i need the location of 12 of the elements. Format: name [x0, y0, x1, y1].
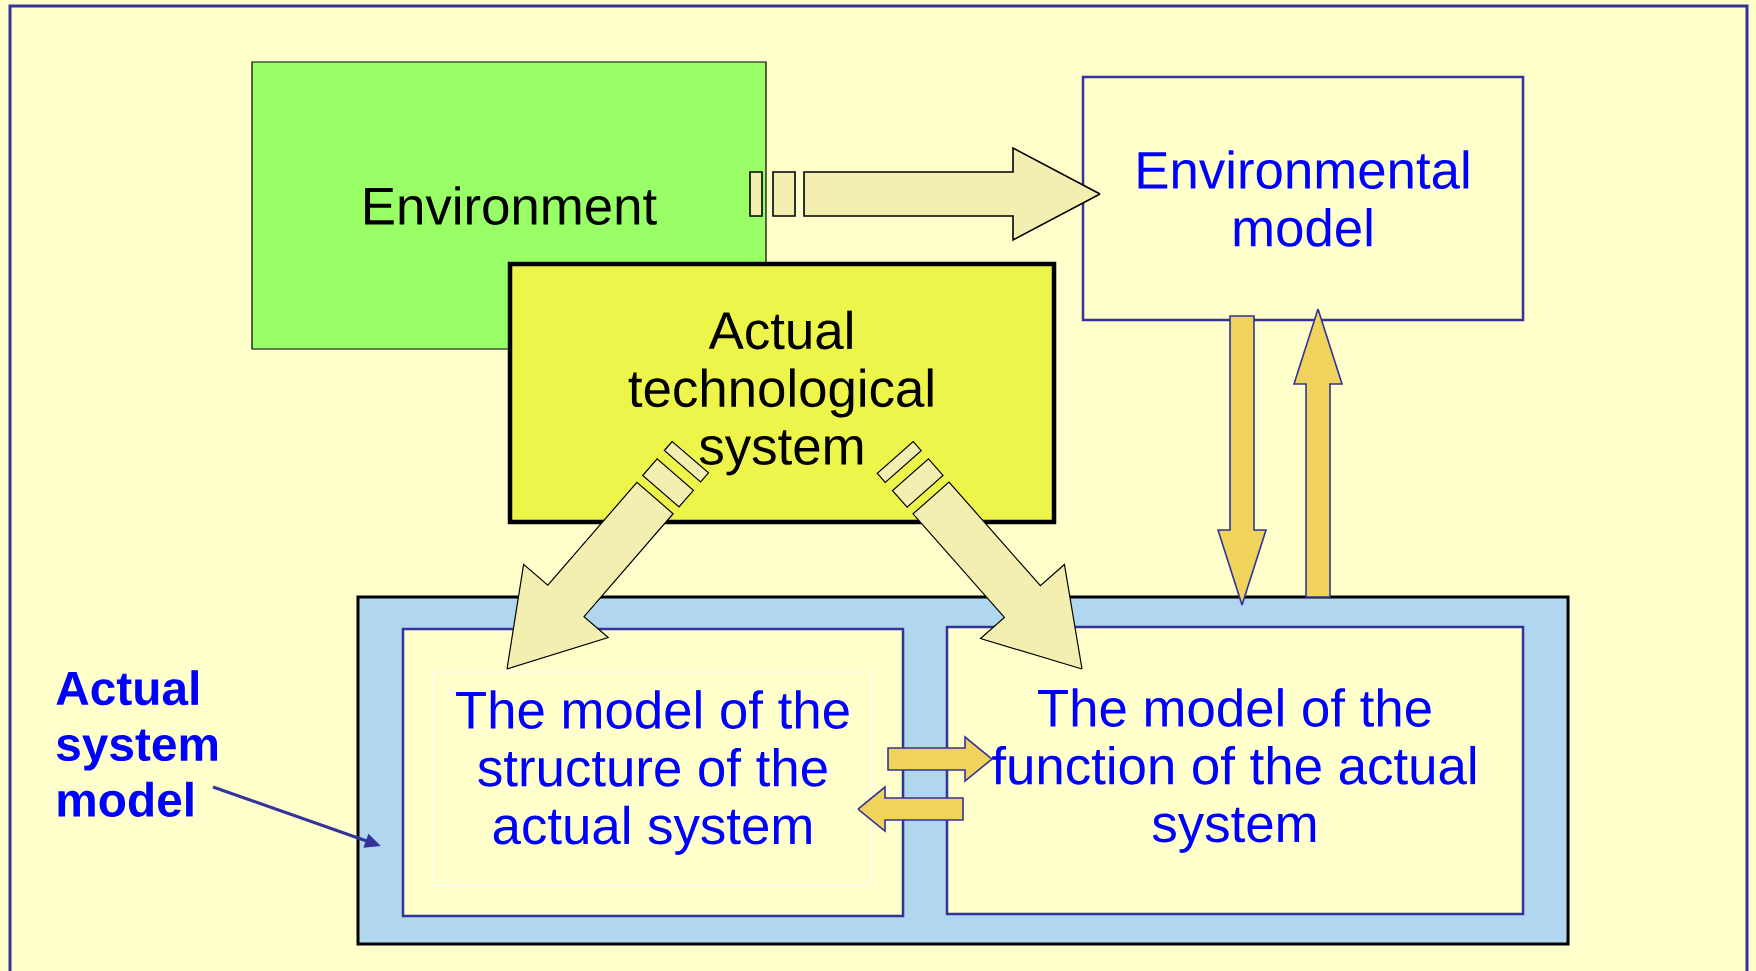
- model-box: The model of the function of the actual system: [945, 625, 1525, 916]
- block-arrow: [506, 481, 674, 670]
- model-box: Environmental model: [1081, 75, 1525, 322]
- block-arrow: [803, 146, 1102, 242]
- block-arrow: [1216, 315, 1268, 608]
- callout-label: Actual system model: [56, 670, 218, 817]
- block-arrow: [856, 785, 964, 833]
- block-arrow: [887, 735, 994, 783]
- block-arrow: [912, 481, 1083, 670]
- system-box: Actual technological system: [507, 261, 1057, 525]
- model-box: The model of the structure of the actual system: [401, 627, 905, 918]
- block-arrow: [1292, 306, 1344, 598]
